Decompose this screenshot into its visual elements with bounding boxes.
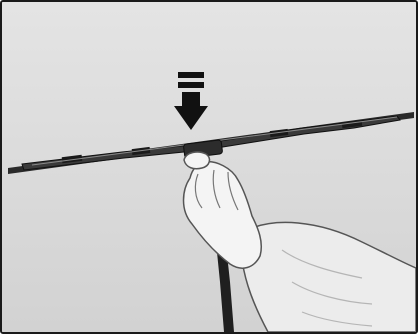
- wiper-illustration: [2, 2, 416, 332]
